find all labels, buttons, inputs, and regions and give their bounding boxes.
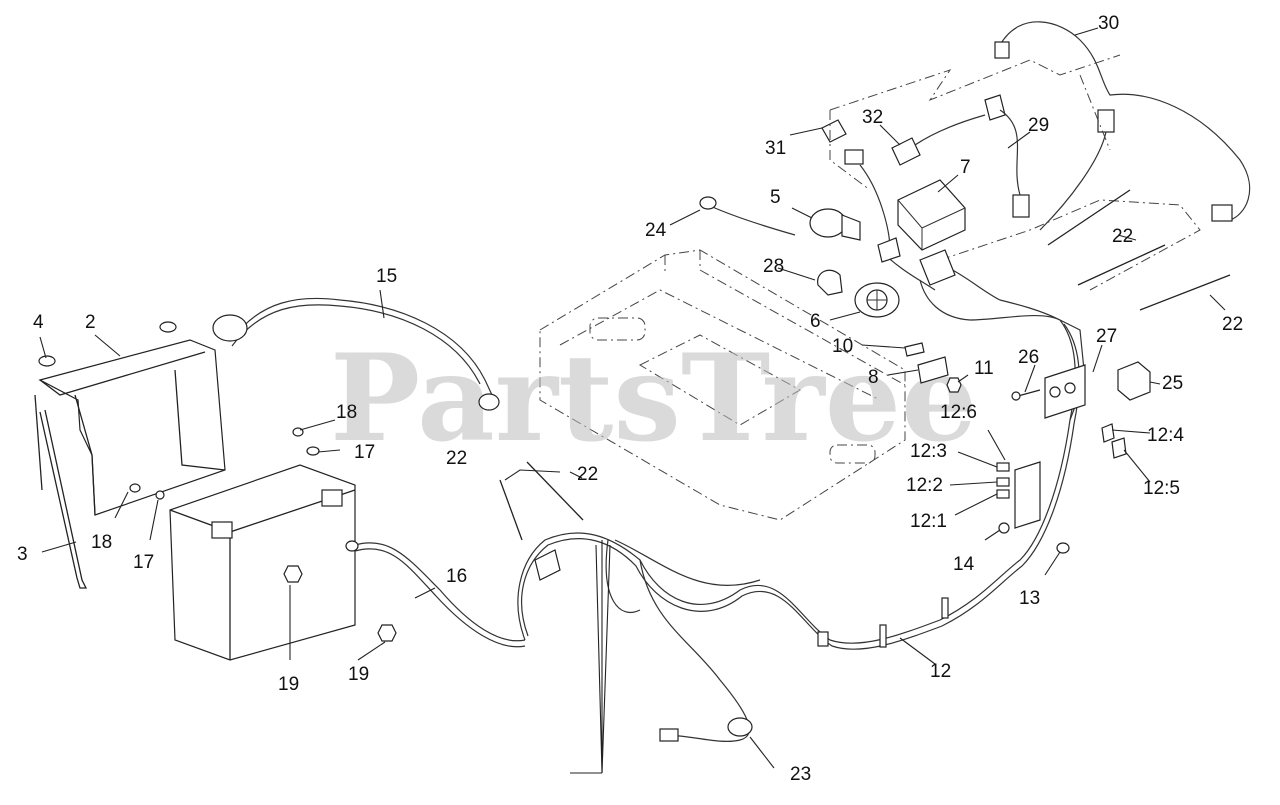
- hold-down-rod: [39, 409, 88, 589]
- label-17-right: 17: [354, 442, 375, 463]
- label-13: 13: [1019, 588, 1040, 609]
- grommet-13: [1056, 542, 1070, 554]
- harness-upper-wires: [859, 164, 1061, 321]
- label-12-4: 12:4: [1147, 425, 1184, 446]
- nut-19-right: [377, 624, 397, 642]
- label-28: 28: [763, 256, 784, 277]
- label-12-6: 12:6: [940, 402, 977, 423]
- label-12-5: 12:5: [1143, 478, 1180, 499]
- fuse-12-2: [996, 477, 1010, 487]
- nut-11: [946, 377, 962, 393]
- label-12-2: 12:2: [906, 475, 943, 496]
- cable-ties-upper: [1047, 189, 1231, 311]
- label-19-right: 19: [348, 664, 369, 685]
- label-12: 12: [930, 661, 951, 682]
- label-29: 29: [1028, 115, 1049, 136]
- battery-hardware: [129, 427, 397, 642]
- watermark: PartsTree: [330, 328, 977, 469]
- label-4: 4: [33, 312, 44, 333]
- switch-31: [821, 119, 864, 165]
- part-labels: 4 2 3 15 18 17 18 17 19 19 16 22 22 23 2…: [17, 13, 1243, 785]
- label-14: 14: [953, 554, 975, 575]
- module-7: [897, 179, 966, 251]
- component-26: [1011, 389, 1041, 401]
- label-12-3: 12:3: [910, 441, 947, 462]
- label-18-right: 18: [336, 402, 357, 423]
- fuse-block-12-parts: [996, 423, 1127, 554]
- label-32: 32: [862, 107, 883, 128]
- wire-harness-12: [517, 279, 1086, 742]
- label-7: 7: [960, 157, 971, 178]
- battery: [169, 464, 356, 661]
- key-28: [817, 269, 843, 296]
- harness-24: [699, 196, 796, 236]
- switch-32: [891, 137, 921, 166]
- washer-17-left: [155, 490, 165, 500]
- bracket-27: [1044, 364, 1086, 419]
- label-31: 31: [765, 138, 786, 159]
- label-leaders: [39, 27, 1226, 769]
- fuse-12-1: [996, 489, 1010, 499]
- label-19-left: 19: [278, 674, 299, 695]
- connector-29: [914, 94, 1030, 218]
- washer-17-right: [306, 446, 320, 456]
- label-3: 3: [17, 544, 28, 565]
- label-8: 8: [868, 367, 879, 388]
- plate-10: [904, 342, 925, 357]
- label-15: 15: [376, 266, 397, 287]
- fuse-12-5: [1111, 437, 1127, 459]
- bolt-18-left: [129, 483, 141, 493]
- label-27: 27: [1096, 326, 1117, 347]
- label-23: 23: [790, 764, 811, 785]
- relay-5: [809, 208, 861, 241]
- label-22-right: 22: [1222, 314, 1243, 335]
- label-22-upper: 22: [1112, 226, 1133, 247]
- upper-dashed-lines: [829, 54, 1201, 291]
- nut-19-left: [283, 565, 303, 583]
- relay-25: [1117, 361, 1151, 401]
- label-24: 24: [645, 220, 667, 241]
- label-5: 5: [770, 187, 781, 208]
- cable-16: [345, 540, 526, 648]
- label-18-left: 18: [91, 532, 112, 553]
- label-2: 2: [85, 312, 96, 333]
- harness-30: [994, 21, 1251, 231]
- ignition-switch: [854, 282, 900, 318]
- mounting-plate: [539, 249, 906, 521]
- label-22-lower-right: 22: [577, 464, 598, 485]
- washer-14: [998, 522, 1010, 534]
- label-11: 11: [974, 358, 994, 379]
- battery-holder: [34, 321, 226, 516]
- label-16: 16: [446, 566, 467, 587]
- label-12-1: 12:1: [910, 511, 947, 532]
- cable-ties-lower: [499, 461, 584, 541]
- label-30: 30: [1098, 13, 1119, 34]
- label-25: 25: [1162, 373, 1183, 394]
- label-6: 6: [810, 311, 821, 332]
- terminal-block-8: [904, 342, 962, 393]
- label-26: 26: [1018, 347, 1039, 368]
- label-17-left: 17: [133, 552, 154, 573]
- ground-leaders: [570, 540, 611, 774]
- label-22-lower-left: 22: [446, 448, 467, 469]
- cable-15: [212, 297, 500, 411]
- fuse-12-3: [996, 462, 1010, 472]
- fuse-12-4: [1101, 423, 1115, 443]
- label-10: 10: [832, 336, 853, 357]
